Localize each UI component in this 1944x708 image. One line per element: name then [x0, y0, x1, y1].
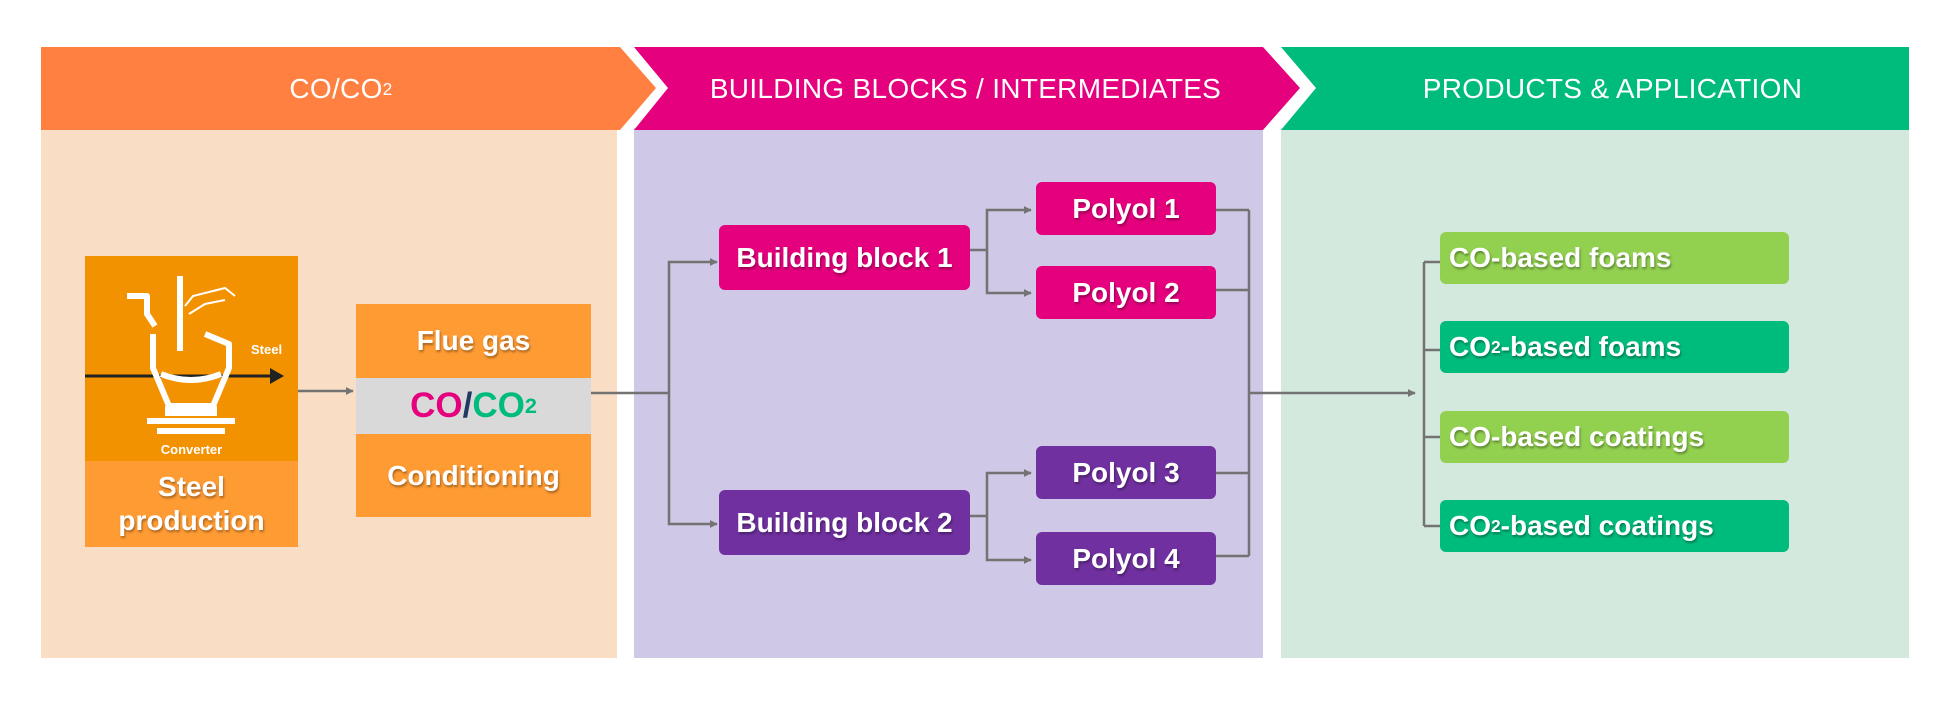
- header-building-blocks-chevron: [634, 47, 1300, 130]
- steel-caption-line2: production: [118, 505, 265, 536]
- header-products-chevron: [1281, 47, 1909, 130]
- conditioning-label: Conditioning: [356, 434, 591, 517]
- converter-label: Converter: [160, 442, 223, 457]
- steel-production-caption: Steel production: [85, 461, 298, 547]
- arrow-to-polyol-3: [985, 469, 1032, 516]
- flue-gas-label: Flue gas: [356, 304, 591, 378]
- co-label: CO: [410, 386, 463, 425]
- building-block-1: Building block 1: [719, 225, 970, 290]
- arrow-to-polyol-4: [985, 516, 1032, 564]
- header-products-title: PRODUCTS & APPLICATION: [1422, 72, 1803, 104]
- header-co-main: CO/CO: [289, 72, 383, 104]
- product-co-based-coatings: CO-based coatings: [1440, 411, 1789, 463]
- header-chevrons: [41, 47, 1909, 130]
- steel-caption-line1: Steel: [158, 471, 225, 502]
- converter-image: Steel Converter: [85, 256, 298, 461]
- header-co-chevron: [41, 47, 656, 130]
- product-4-rest: -based coatings: [1500, 510, 1714, 541]
- product-1-label: CO-based foams: [1449, 242, 1672, 273]
- polyol-2: Polyol 2: [1036, 266, 1216, 319]
- arrow-to-polyol-1: [985, 206, 1032, 250]
- arrow-to-polyol-2: [985, 250, 1032, 297]
- product-3-label: CO-based coatings: [1449, 421, 1705, 452]
- product-co-based-foams: CO-based foams: [1440, 232, 1789, 284]
- product-2-main: CO: [1449, 331, 1491, 362]
- co2-label: CO: [472, 386, 525, 425]
- polyol-1: Polyol 1: [1036, 182, 1216, 235]
- product-4-main: CO: [1449, 510, 1491, 541]
- steel-production-block: Steel Converter Steel production: [85, 256, 298, 547]
- co-slash: /: [462, 386, 473, 425]
- header-building-blocks-title: BUILDING BLOCKS / INTERMEDIATES: [709, 72, 1222, 104]
- polyol-3: Polyol 3: [1036, 446, 1216, 499]
- product-2-rest: -based foams: [1500, 331, 1682, 362]
- arrow-to-building-block-2: [667, 393, 718, 528]
- arrow-to-building-block-1: [667, 258, 718, 393]
- building-block-2: Building block 2: [719, 490, 970, 555]
- steel-arrow-label: Steel: [251, 342, 283, 357]
- converter-icon: [85, 276, 284, 434]
- polyol-4: Polyol 4: [1036, 532, 1216, 585]
